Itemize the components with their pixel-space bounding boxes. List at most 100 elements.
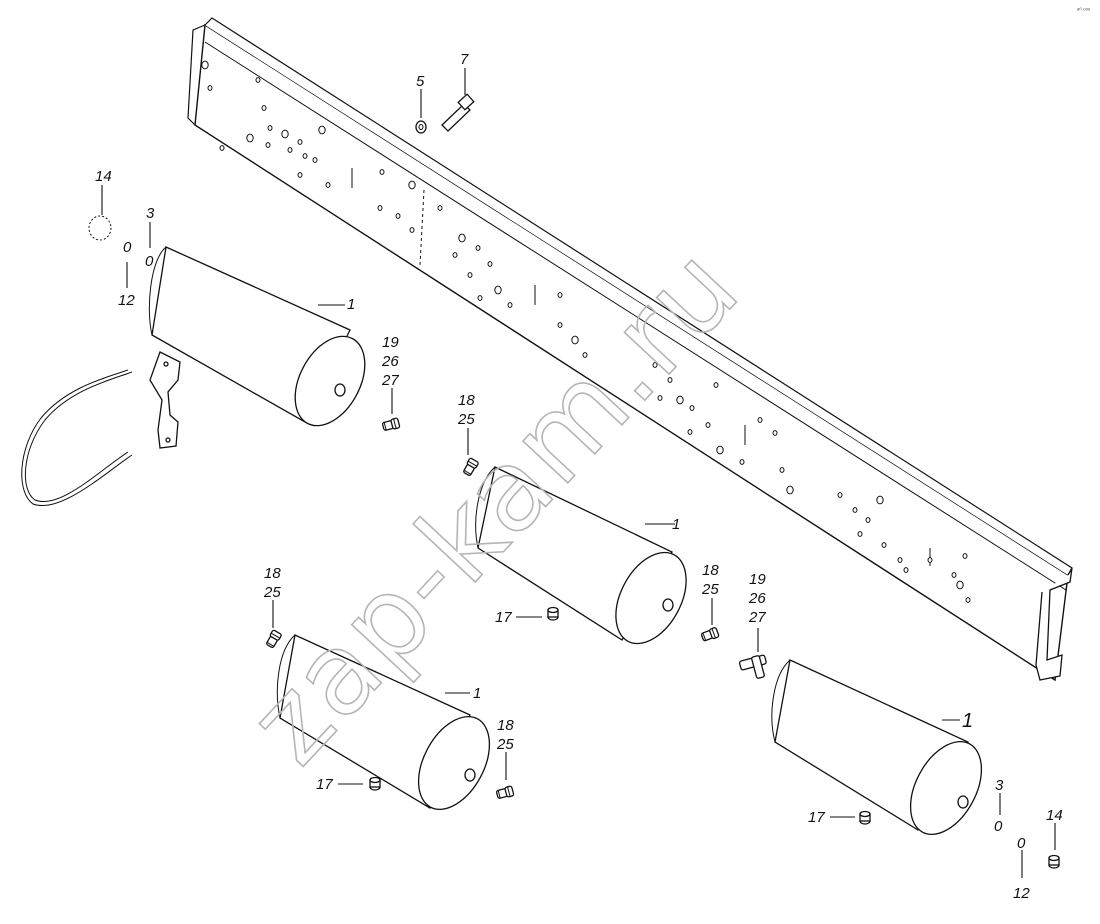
frame-hole (487, 261, 493, 267)
frame-hole (667, 377, 673, 383)
frame-hole (757, 417, 763, 423)
frame-hole (246, 133, 254, 143)
callout-1: 1 (962, 710, 973, 732)
frame-hole (255, 77, 261, 83)
callout-0: 0 (145, 253, 154, 270)
frame-hole (207, 85, 213, 91)
callout-3: 3 (995, 777, 1004, 794)
air-receiver-1 (148, 246, 366, 427)
frame-hole (657, 395, 663, 401)
frame-hole (557, 322, 563, 328)
mounting-bracket (149, 351, 181, 449)
callout-19: 19 (749, 571, 766, 588)
frame-hole (713, 382, 719, 388)
elbow-fitting-5 (495, 785, 515, 801)
frame-holes (201, 60, 971, 603)
frame-hole (297, 172, 303, 178)
drain-valve (1048, 854, 1060, 869)
callout-25: 25 (701, 581, 719, 598)
frame-hole (475, 245, 481, 251)
leader-lines (101, 68, 1056, 878)
frame-hole (865, 517, 871, 523)
frame-hole (409, 227, 415, 233)
frame-hole (705, 422, 711, 428)
frame-hole (786, 485, 794, 495)
callout-25: 25 (496, 736, 514, 753)
frame-hole (897, 557, 903, 563)
callout-18: 18 (702, 562, 719, 579)
frame-hole (377, 205, 383, 211)
frame-hole (676, 395, 684, 405)
bolt (441, 93, 475, 132)
callout-17: 17 (808, 809, 825, 826)
frame-hole (261, 105, 267, 111)
frame-hole (689, 405, 695, 411)
frame-hole (302, 153, 308, 159)
callout-27: 27 (748, 609, 766, 626)
frame-hole (739, 459, 745, 465)
frame-hole (467, 272, 473, 278)
elbow-fitting-1 (381, 417, 401, 433)
frame-hole (927, 557, 933, 563)
frame-hole (716, 445, 724, 455)
frame-hole (951, 572, 957, 578)
frame-hole (956, 580, 964, 590)
callout-0: 0 (123, 239, 132, 256)
frame-hole (267, 125, 273, 131)
frame-hole (876, 495, 884, 505)
frame-hole (452, 252, 458, 258)
air-receiver-4 (771, 659, 983, 835)
air-receiver-2 (475, 466, 687, 645)
frame-hole (201, 60, 209, 70)
callout-26: 26 (748, 590, 766, 607)
elbow-fitting-3 (700, 626, 720, 643)
frame-hole (962, 553, 968, 559)
frame-hole (395, 213, 401, 219)
callout-25: 25 (457, 411, 475, 428)
nut (415, 120, 427, 134)
air-receiver-3 (276, 634, 491, 810)
frame-hole (652, 362, 658, 368)
frame-hole (687, 429, 693, 435)
callout-7: 7 (460, 51, 469, 68)
corner-note: ᵃ⁰ ᵒᵒᵒ (1077, 7, 1091, 14)
frame-hole (494, 285, 502, 295)
callout-19: 19 (382, 334, 399, 351)
frame-hole (408, 180, 416, 190)
frame-hole (458, 233, 466, 243)
drain-plug-3 (859, 810, 871, 825)
tee-fitting (738, 654, 767, 679)
frame-hole (772, 430, 778, 436)
frame-hole (325, 182, 331, 188)
callout-labels: ᵃ⁰ ᵒᵒᵒ 7 5 14 3 0 0 12 1 19 26 27 18 25 … (95, 7, 1091, 902)
callout-12: 12 (118, 292, 135, 309)
frame-hole (312, 157, 318, 163)
frame-hole (582, 352, 588, 358)
callout-18: 18 (264, 565, 281, 582)
callout-27: 27 (381, 372, 399, 389)
callout-0: 0 (994, 818, 1003, 835)
callout-18: 18 (497, 717, 514, 734)
frame-hole (379, 169, 385, 175)
callout-17: 17 (495, 609, 512, 626)
frame-hole (297, 139, 303, 145)
frame-hole (779, 467, 785, 473)
frame-hole (318, 125, 326, 135)
frame-hole (857, 531, 863, 537)
callout-26: 26 (381, 353, 399, 370)
frame-hole (837, 492, 843, 498)
callout-3: 3 (146, 205, 155, 222)
callout-1: 1 (347, 296, 355, 313)
frame-hole (281, 129, 289, 139)
callout-5: 5 (416, 73, 425, 90)
drain-plug-2 (369, 776, 381, 791)
callout-14: 14 (95, 168, 112, 185)
frame-hole (477, 295, 483, 301)
callout-25: 25 (263, 584, 281, 601)
frame-hole (571, 335, 579, 345)
frame-hole (219, 145, 225, 151)
frame-hole (903, 567, 909, 573)
frame-hole (881, 542, 887, 548)
washer-1 (88, 215, 112, 241)
